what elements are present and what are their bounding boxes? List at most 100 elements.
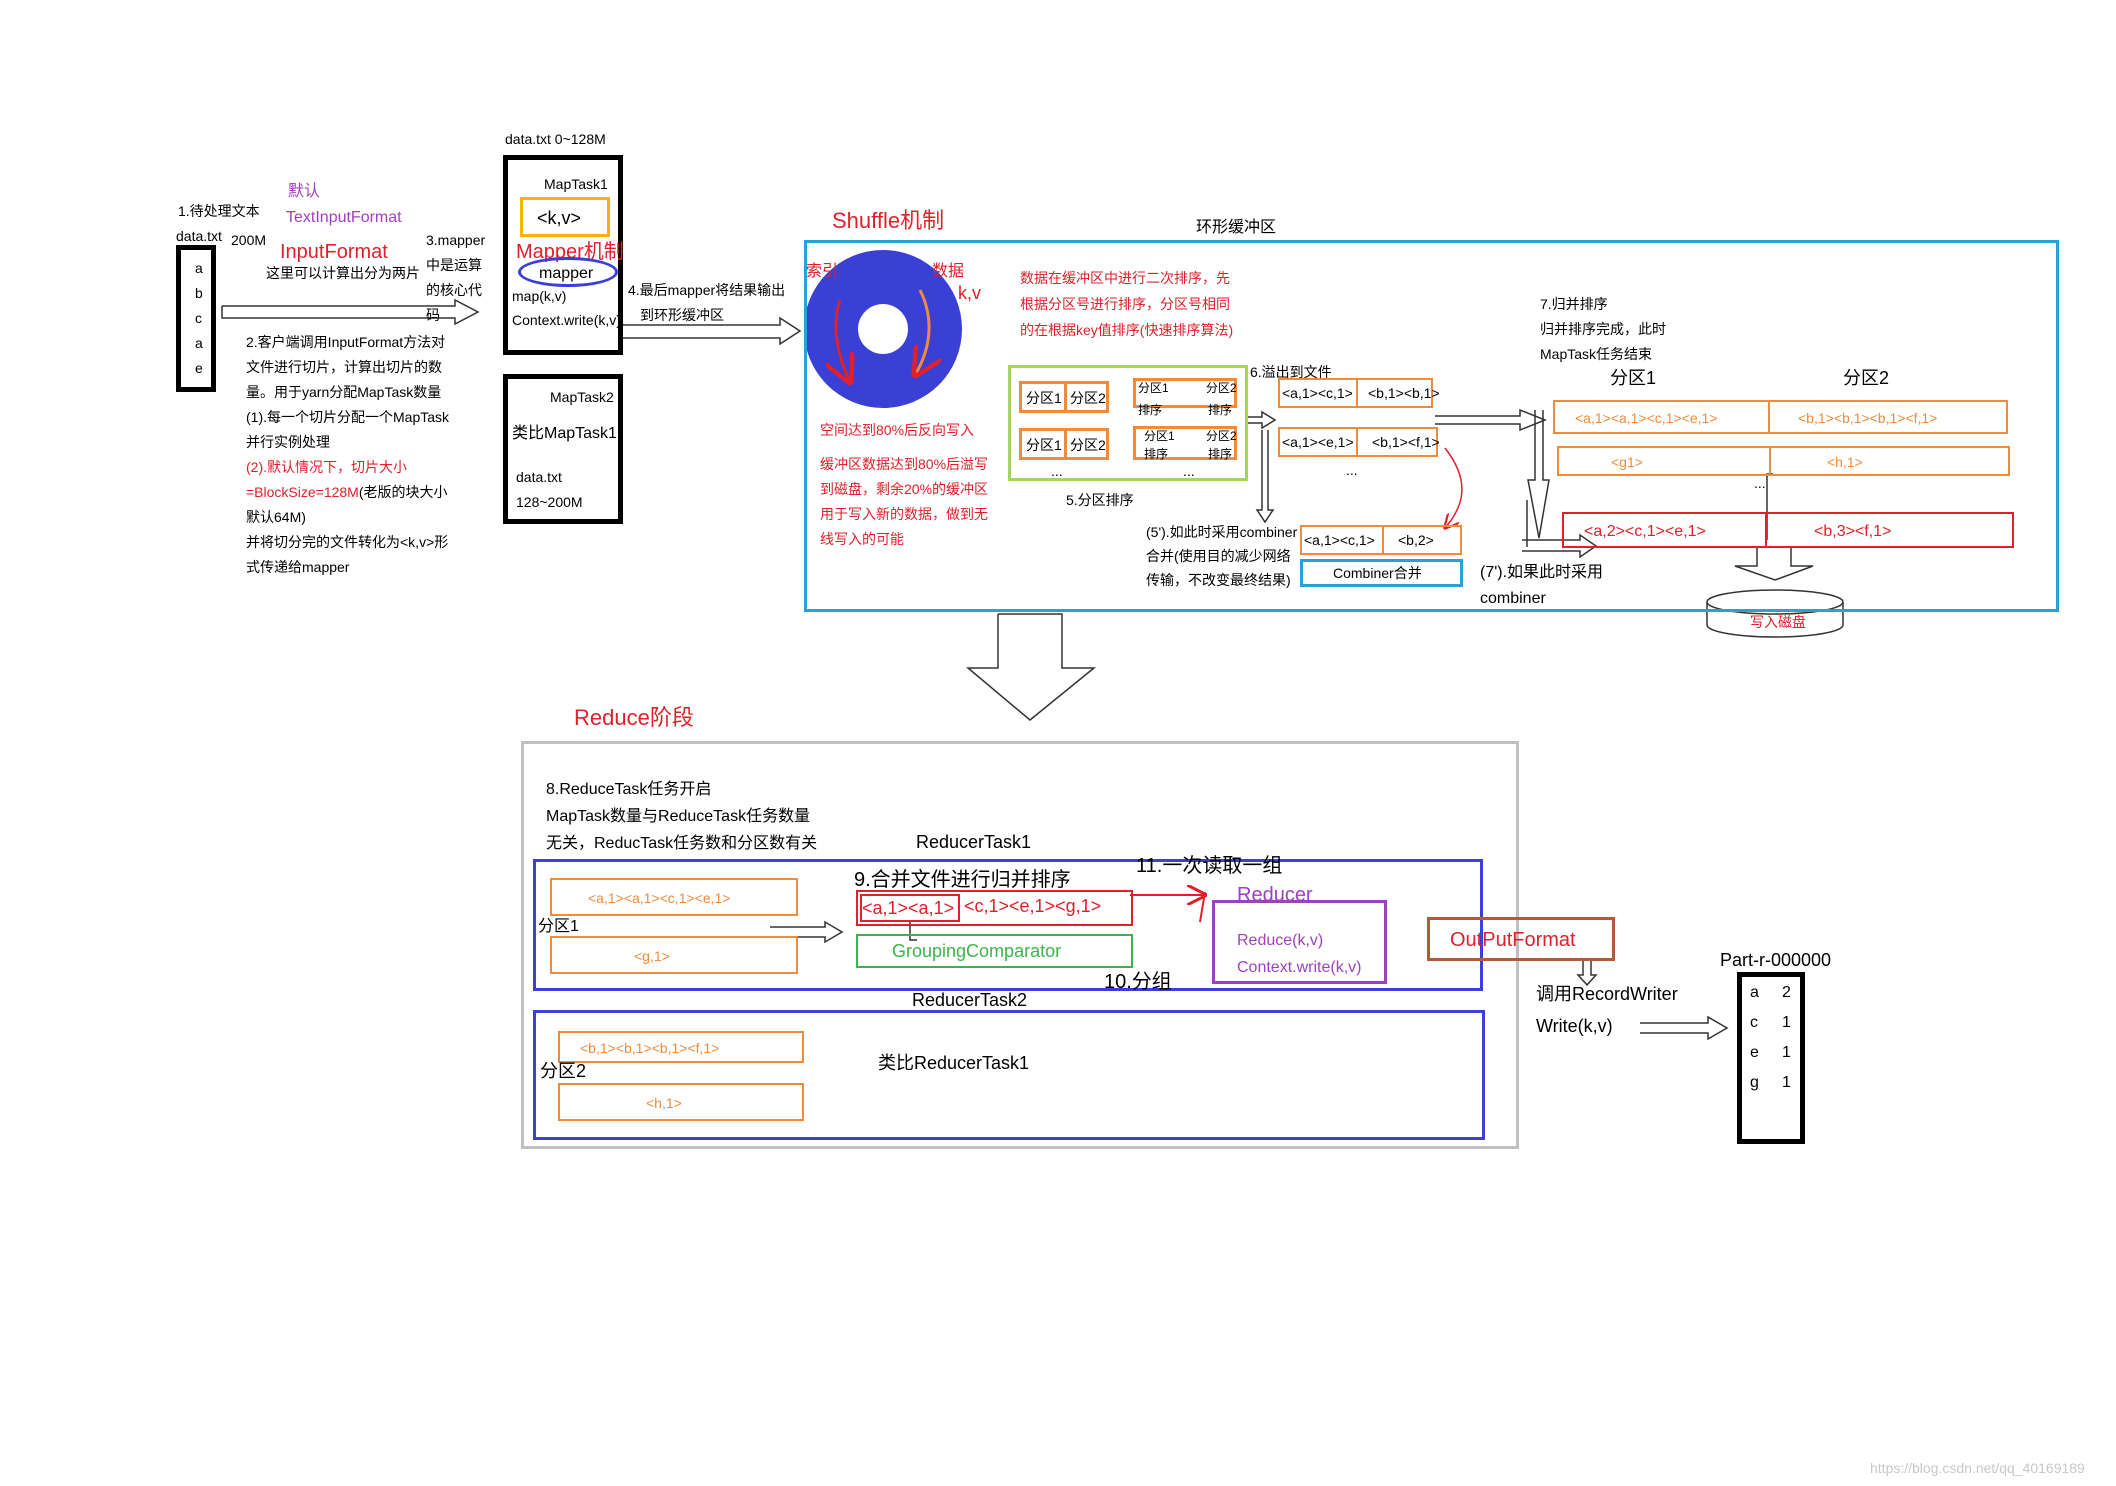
step7-line: 归并排序完成，此时	[1540, 321, 1666, 337]
reduce2-input-entry: <b,1><b,1><b,1><f,1>	[580, 1040, 720, 1056]
output-file-box: a 2 c 1 e 1 g 1	[1737, 972, 1805, 1144]
step2-line: 量。用于yarn分配MapTask数量	[246, 384, 442, 400]
inputformat-label: InputFormat	[280, 241, 388, 263]
reducertask2-box: <b,1><b,1><b,1><f,1> 分区2 <h,1> 类比Reducer…	[533, 1010, 1485, 1140]
maptask2-range: 128~200M	[516, 494, 583, 510]
step5p-description: (5').如此时采用combiner 合并(使用目的减少网络 传输，不改变最终结…	[1146, 520, 1297, 592]
step7-line: 7.归并排序	[1540, 296, 1608, 312]
mapper-ellipse: mapper	[518, 257, 618, 287]
sort-label: 排序	[1208, 447, 1233, 461]
output-key: g	[1750, 1074, 1759, 1091]
reducertask1-box: <a,1><a,1><c,1><e,1> 分区1 <g,1> 9.合并文件进行归…	[533, 855, 1483, 993]
input-file-size: 200M	[231, 232, 267, 248]
step2-line: (老版的块大小	[358, 484, 448, 500]
secondary-sort-note: 数据在缓冲区中进行二次排序，先 根据分区号进行排序，分区号相同 的在根据key值…	[1020, 265, 1233, 343]
ring-buffer-icon	[804, 250, 962, 408]
output-value: 1	[1782, 1014, 1791, 1031]
merged-input-box: <a,1><a,1> <c,1><e,1><g,1>	[856, 890, 1133, 926]
kv-label: k,v	[958, 283, 982, 303]
reducer-box: Reducer Reduce(k,v) Context.write(k,v)	[1212, 884, 1387, 984]
step7p-description: (7').如果此时采用 combiner	[1480, 560, 1603, 612]
combiner-note-line: (5').如此时采用combiner	[1146, 524, 1298, 540]
merged-entry: <g1>	[1611, 454, 1643, 470]
index-label: 索引	[806, 263, 839, 280]
arrow-map-to-shuffle	[621, 316, 802, 346]
reduce-frame	[521, 741, 1519, 1149]
step7-description: 7.归并排序 归并排序完成，此时 MapTask任务结束	[1540, 292, 1666, 367]
sort-label: 排序	[1208, 403, 1233, 417]
sorted-partition-pair: 分区1 分区2 排序 排序	[1133, 378, 1237, 417]
input-letter: a	[195, 335, 203, 351]
grouping-comparator-box: GroupingComparator	[856, 934, 1133, 968]
step8-description: 8.ReduceTask任务开启 MapTask数量与ReduceTask任务数…	[546, 776, 817, 857]
reducertask2-description: 类比ReducerTask1	[878, 1053, 1030, 1073]
overflow-line: 缓冲区数据达到80%后溢写	[820, 456, 989, 472]
step2-line: 并行实例处理	[246, 434, 330, 450]
output-file-name: Part-r-000000	[1720, 950, 1832, 970]
partition-label: 分区1	[1144, 429, 1175, 443]
merged-result-entry: <b,3><f,1>	[1814, 523, 1892, 540]
write-kv-label: Write(k,v)	[1536, 1016, 1613, 1036]
partition-label: 分区1	[1138, 381, 1169, 395]
ellipsis: ...	[1754, 475, 1766, 491]
maptask2-box: MapTask2 类比MapTask1 data.txt 128~200M	[503, 374, 623, 524]
context-write: Context.write(k,v)	[512, 312, 621, 328]
reduce-input-row: <g,1>	[550, 936, 798, 974]
step7-line: MapTask任务结束	[1540, 346, 1653, 362]
step2-line: 式传递给mapper	[246, 559, 350, 575]
sort-label: 排序	[1144, 447, 1169, 461]
step8-line: 无关，ReducTask任务数和分区数有关	[546, 835, 818, 852]
data-label: 数据	[932, 263, 965, 280]
ellipsis: ...	[1051, 463, 1063, 479]
partition-label: 分区2	[1206, 429, 1237, 443]
step3-description: 3.mapper 中是运算 的核心代 码	[426, 228, 485, 328]
shuffle-frame	[804, 240, 2059, 612]
combiner-label: Combiner合并	[1333, 565, 1422, 581]
threshold-note: 空间达到80%后反向写入	[820, 422, 975, 438]
step7p-line: (7').如果此时采用	[1480, 564, 1604, 581]
spill-entry: <b,1><b,1>	[1368, 385, 1440, 401]
ring-buffer-title: 环形缓冲区	[1196, 219, 1277, 236]
merged-entry: <a,1><a,1><c,1><e,1>	[1575, 410, 1718, 426]
reduce-input-row: <a,1><a,1><c,1><e,1>	[550, 878, 798, 916]
merged-row-2: <g1> <h,1>	[1557, 446, 2010, 476]
step4-description: 4.最后mapper将结果输出 到环形缓冲区	[628, 278, 785, 328]
grouping-comparator-label: GroupingComparator	[892, 941, 1062, 961]
sort-note-line: 根据分区号进行排序，分区号相同	[1020, 296, 1230, 312]
default-label: 默认	[288, 183, 321, 200]
merged-entry: <b,1><b,1><b,1><f,1>	[1798, 410, 1938, 426]
step9-label: 9.合并文件进行归并排序	[854, 869, 1071, 891]
merged-rest-entry: <c,1><e,1><g,1>	[964, 896, 1102, 916]
input-file-box: a b c a e	[176, 245, 216, 392]
merged-row-1: <a,1><a,1><c,1><e,1> <b,1><b,1><b,1><f,1…	[1553, 400, 2008, 434]
split-note: 这里可以计算出分为两片	[266, 265, 420, 281]
combiner-note-line: 传输，不改变最终结果)	[1146, 572, 1291, 588]
mapper-mechanism-label: Mapper机制	[516, 241, 624, 263]
step3-line: 3.mapper	[426, 232, 486, 248]
overflow-line: 用于写入新的数据，做到无	[820, 506, 988, 522]
overflow-line: 到磁盘，剩余20%的缓冲区	[820, 481, 989, 497]
ellipsis: ...	[1346, 462, 1358, 478]
partition-label: 分区2	[1070, 390, 1106, 406]
maptask1-box: MapTask1 <k,v> Mapper机制 mapper map(k,v) …	[503, 155, 624, 355]
step8-line: 8.ReduceTask任务开启	[546, 781, 712, 798]
map-data-label: data.txt 0~128M	[505, 131, 606, 147]
output-key: e	[1750, 1044, 1759, 1061]
step5-label: 5.分区排序	[1066, 492, 1134, 508]
step4-line: 到环形缓冲区	[640, 307, 724, 323]
step2-line: (2).默认情况下，切片大小	[246, 459, 407, 475]
step2-line: 并将切分完的文件转化为<k,v>形	[246, 534, 449, 550]
step10-label: 10.分组	[1104, 971, 1172, 993]
map-function: map(k,v)	[512, 288, 567, 304]
step2-line: =BlockSize=128M	[246, 484, 359, 500]
textinputformat-label: TextInputFormat	[286, 209, 402, 226]
maptask2-title: MapTask2	[550, 389, 614, 405]
partition-pair: 分区1 分区2	[1019, 381, 1109, 413]
combiner-note-line: 合并(使用目的减少网络	[1146, 548, 1291, 564]
reduce-input-entry: <a,1><a,1><c,1><e,1>	[588, 890, 731, 906]
spill-entry: <a,1><e,1>	[1282, 434, 1354, 450]
outputformat-label: OutPutFormat	[1450, 929, 1576, 951]
partition-pair: 分区1 分区2	[1019, 428, 1109, 460]
shuffle-small-arrows	[1246, 408, 1814, 581]
